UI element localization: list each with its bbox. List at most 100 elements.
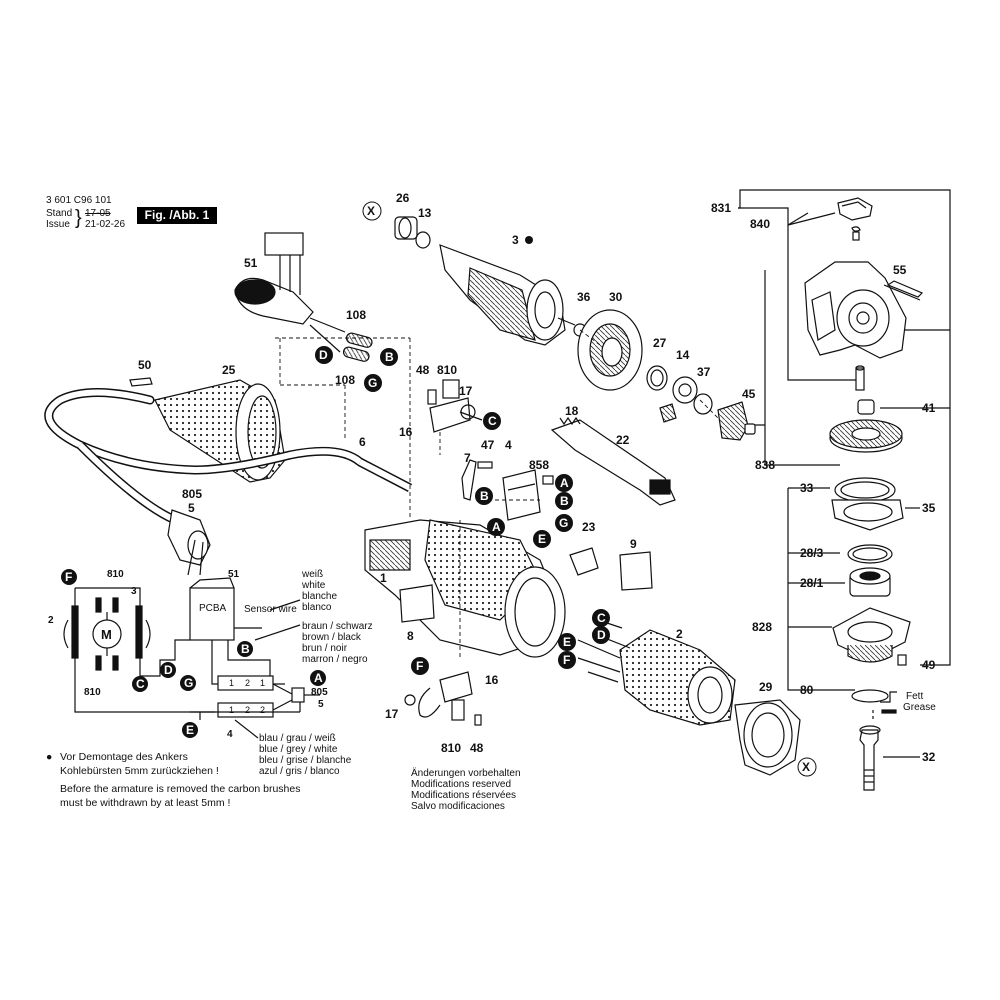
wiring-marker-d xyxy=(160,662,176,678)
spindle-stack xyxy=(831,477,911,791)
callout-49: 49 xyxy=(922,658,936,672)
callout-4-top: 4 xyxy=(505,438,512,452)
warning-dot xyxy=(525,236,533,244)
assembly-dashed-lines xyxy=(275,329,721,660)
mods-de: Änderungen vorbehalten xyxy=(411,768,521,779)
terminal-mark-2a: 2 xyxy=(245,678,250,688)
pcba-module xyxy=(234,232,373,362)
note-en-1: Before the armature is removed the carbo… xyxy=(60,783,301,795)
wiring-marker-b xyxy=(237,641,253,657)
figure-label: Fig. /Abb. 1 xyxy=(137,207,217,224)
marker-g-top xyxy=(364,374,382,392)
callout-35: 35 xyxy=(922,501,936,515)
color-3-en: blue / grey / white xyxy=(259,744,338,755)
marker-f-bottom xyxy=(411,657,429,675)
callout-47: 47 xyxy=(481,438,495,452)
issue-label: Issue xyxy=(46,219,70,230)
wiring-label-f: F xyxy=(65,570,72,584)
callout-17-bottom: 17 xyxy=(385,707,399,721)
parts-geometry xyxy=(44,189,951,791)
marker-d-right xyxy=(592,626,610,644)
callout-810-top: 810 xyxy=(437,363,457,377)
color-1-de: weiß xyxy=(302,569,324,580)
marker-e-right xyxy=(558,633,576,651)
wiring-label-805: 805 xyxy=(311,687,328,698)
callout-18: 18 xyxy=(565,404,579,418)
wiring-marker-f xyxy=(61,569,77,585)
callout-17-top: 17 xyxy=(459,384,473,398)
callout-b-mid: B xyxy=(480,489,489,503)
callout-8: 8 xyxy=(407,629,414,643)
gear-housing xyxy=(804,261,924,391)
brush-holder-lower xyxy=(404,671,482,726)
callout-36: 36 xyxy=(577,290,591,304)
callout-e-right: E xyxy=(563,635,571,649)
callout-14: 14 xyxy=(676,348,690,362)
callout-labels: 26 13 3 X 51 108 108 D B G 50 25 48 810 … xyxy=(48,191,936,777)
note-de-2: Kohlebürsten 5mm zurückziehen ! xyxy=(60,765,219,777)
callout-80: 80 xyxy=(800,683,814,697)
callout-840: 840 xyxy=(750,217,770,231)
wiring-marker-g xyxy=(180,675,196,691)
callout-805-top: 805 xyxy=(182,487,202,501)
marker-x-bottom xyxy=(797,757,817,777)
motor-label: M xyxy=(101,627,112,642)
note-en-2: must be withdrawn by at least 5mm ! xyxy=(60,797,231,809)
mods-fr: Modifications réservées xyxy=(411,790,517,801)
callout-108-b: 108 xyxy=(335,373,355,387)
marker-d-top xyxy=(315,346,333,364)
terminal-mark-1b: 1 xyxy=(229,705,234,715)
brush-holder-upper xyxy=(427,379,483,433)
callout-51: 51 xyxy=(244,256,258,270)
callout-f-right: F xyxy=(563,653,570,667)
terminal-mark-1c: 1 xyxy=(260,678,265,688)
pinion-gear xyxy=(717,401,756,441)
mods-es: Salvo modificaciones xyxy=(411,801,505,812)
note-bullet: ● xyxy=(46,751,53,763)
color-3-de: blau / grau / weiß xyxy=(259,733,336,744)
pcba-label: PCBA xyxy=(199,603,227,614)
wiring-label-c: C xyxy=(136,677,145,691)
callout-25: 25 xyxy=(222,363,236,377)
color-2-fr: brun / noir xyxy=(302,643,348,654)
field-stator xyxy=(577,617,736,726)
marker-g-right xyxy=(555,514,573,532)
marker-b-mid xyxy=(475,487,493,505)
callout-13: 13 xyxy=(418,206,432,220)
callout-d-top: D xyxy=(319,348,328,362)
wiring-schematic xyxy=(63,577,320,739)
callout-c-right: C xyxy=(597,611,606,625)
stand-label: Stand xyxy=(46,208,73,219)
terminal-mark-1a: 1 xyxy=(229,678,234,688)
right-assembly-brackets xyxy=(735,189,951,758)
motor-housing xyxy=(364,519,566,658)
callout-858: 858 xyxy=(529,458,549,472)
callout-48-bottom: 48 xyxy=(470,741,484,755)
callout-28-3: 28/3 xyxy=(800,546,824,560)
callout-e-mid: E xyxy=(538,532,546,546)
callout-50: 50 xyxy=(138,358,152,372)
marker-x-top xyxy=(362,201,382,221)
callout-d-right: D xyxy=(597,628,606,642)
wheel-guard xyxy=(734,699,801,776)
callout-1: 1 xyxy=(380,571,387,585)
color-1-es: blanco xyxy=(302,602,332,613)
callout-16-top: 16 xyxy=(399,425,413,439)
color-2-en: brown / black xyxy=(302,632,361,643)
mods-en: Modifications reserved xyxy=(411,779,512,790)
callout-c-top: C xyxy=(488,414,497,428)
callout-32: 32 xyxy=(922,750,936,764)
marker-e-mid xyxy=(533,530,551,548)
wiring-label-d: D xyxy=(164,663,173,677)
wiring-label-810-top: 810 xyxy=(107,569,124,580)
marker-a-mid xyxy=(487,518,505,536)
callout-16-bottom: 16 xyxy=(485,673,499,687)
header-brace: } xyxy=(75,207,82,229)
callout-55: 55 xyxy=(893,263,907,277)
callout-6: 6 xyxy=(359,435,366,449)
spindle-lock-button xyxy=(837,197,873,241)
callout-48-top: 48 xyxy=(416,363,430,377)
callout-28-1: 28/1 xyxy=(800,576,824,590)
callout-a-mid: A xyxy=(492,520,501,534)
